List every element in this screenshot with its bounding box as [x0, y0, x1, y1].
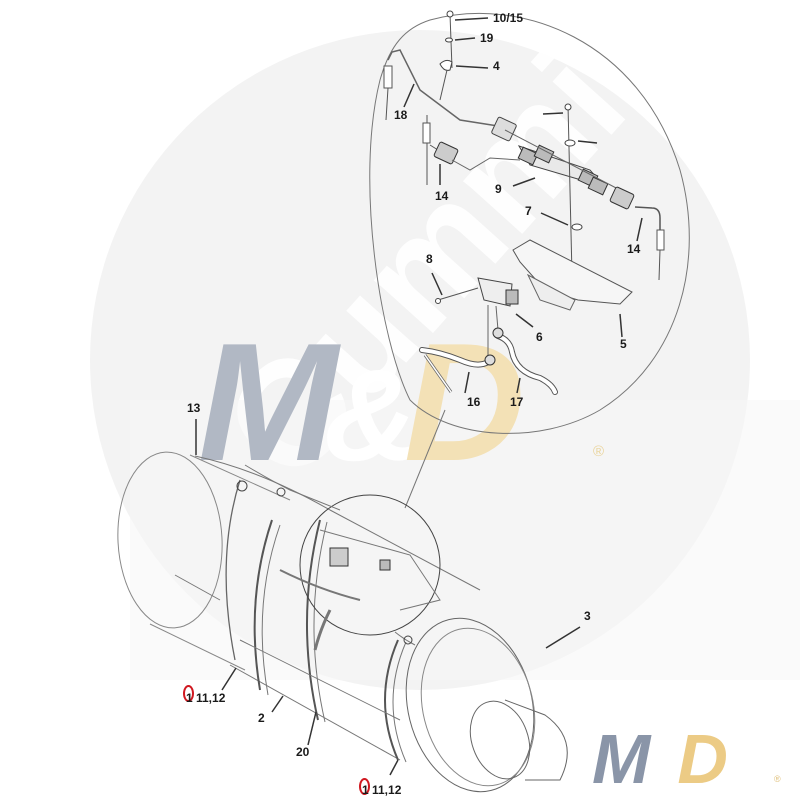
callout-1-left: 1	[186, 691, 193, 705]
callout-11-12-bottom: 11,12	[372, 783, 402, 797]
callout-10-15: 10/15	[493, 11, 524, 25]
callout-8: 8	[426, 252, 433, 266]
callout-16: 16	[467, 395, 481, 409]
callout-14-left: 14	[435, 189, 449, 203]
callout-5: 5	[620, 337, 627, 351]
md-logo-d: D	[403, 308, 525, 496]
callout-9: 9	[495, 182, 502, 196]
registered-mark-center: ®	[593, 443, 605, 460]
corner-logo-m: M	[592, 720, 650, 798]
highlight-ring-1a	[183, 685, 194, 702]
callout-14-right: 14	[627, 242, 641, 256]
md-logo-m: M	[198, 308, 338, 496]
callout-7: 7	[525, 204, 532, 218]
callout-4: 4	[493, 59, 500, 73]
callout-19: 19	[480, 31, 494, 45]
md-logo-corner: M&D	[592, 724, 728, 795]
callout-3: 3	[584, 609, 591, 623]
callout-6: 6	[536, 330, 543, 344]
callout-17: 17	[510, 395, 524, 409]
callout-1-bottom: 1	[362, 783, 369, 797]
corner-logo-d: D	[677, 720, 728, 798]
detail-balloon-outline	[369, 12, 690, 434]
highlight-ring-1b	[359, 778, 370, 795]
md-watermark-center: M&D	[198, 318, 525, 488]
callout-11-12-left: 11,12	[196, 691, 226, 705]
callout-20: 20	[296, 745, 310, 759]
callout-13: 13	[187, 401, 201, 415]
callout-2: 2	[258, 711, 265, 725]
md-logo-amp: &	[323, 342, 418, 488]
registered-mark-corner: ®	[774, 774, 781, 784]
corner-logo-amp: &	[644, 735, 683, 795]
callout-18: 18	[394, 108, 408, 122]
